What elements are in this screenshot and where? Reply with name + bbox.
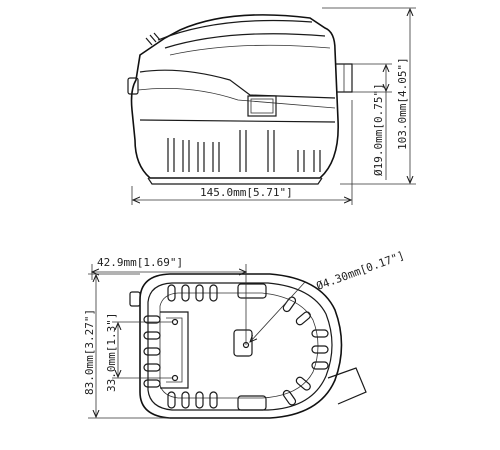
switch-knob-top bbox=[129, 291, 141, 307]
side-dimensions: 145.0mm[5.71"] Ø19.0mm[0.75"] 103.0mm[4.… bbox=[131, 7, 416, 205]
center-boss bbox=[233, 329, 253, 357]
vent-slots-left bbox=[143, 315, 161, 388]
mount-plate bbox=[160, 311, 189, 389]
dim-hole-diameter: Ø4.30mm[0.17"] bbox=[315, 249, 407, 293]
mount-hole-upper bbox=[171, 318, 179, 326]
outlet-nozzle-top bbox=[327, 367, 367, 405]
label-plate bbox=[247, 95, 277, 117]
side-view bbox=[127, 14, 353, 185]
vent-slots-right bbox=[282, 296, 329, 406]
top-view bbox=[129, 273, 367, 419]
dim-top-offset: 42.9mm[1.69"] bbox=[97, 256, 183, 269]
cable-strain-relief bbox=[145, 32, 161, 46]
mount-hole-lower bbox=[171, 374, 179, 382]
vent-slots-bottom bbox=[167, 391, 267, 411]
vent-slots-top bbox=[167, 283, 267, 302]
dim-side-length: 145.0mm[5.71"] bbox=[200, 186, 293, 199]
switch-knob bbox=[127, 77, 139, 95]
dim-side-height: 103.0mm[4.05"] bbox=[396, 57, 409, 150]
dim-top-height: 83.0mm[3.27"] bbox=[83, 309, 96, 395]
intake-slots bbox=[167, 130, 321, 172]
dim-outlet-diameter: Ø19.0mm[0.75"] bbox=[372, 83, 385, 176]
pump-body-outline bbox=[130, 14, 339, 179]
dim-hole-spacing: 33.0mm[1.3"] bbox=[105, 313, 118, 392]
